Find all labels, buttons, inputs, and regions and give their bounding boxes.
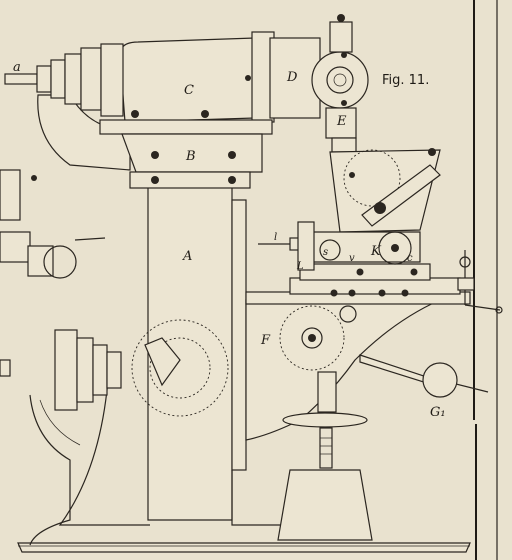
elevating-screw (277, 371, 373, 541)
change-wheel (279, 305, 345, 371)
label-f: F (260, 333, 271, 348)
label-d: D (286, 70, 298, 85)
label-c: C (184, 83, 194, 98)
label-c-small: c (407, 253, 413, 264)
lower-bracket (29, 394, 81, 546)
workpiece-clamp (258, 221, 315, 271)
plate-border (473, 0, 498, 560)
feed-lever (359, 354, 489, 398)
bearing-block (99, 110, 273, 189)
label-a-column: A (182, 249, 192, 264)
label-e: E (336, 114, 347, 129)
stepped-pulley (4, 43, 124, 117)
vertical-head (311, 14, 369, 139)
label-s: s (323, 247, 328, 258)
work-table (245, 263, 471, 323)
table-handwheel (457, 250, 503, 314)
upper-bracket (37, 94, 131, 171)
base-plate (17, 542, 471, 553)
label-a: a (13, 60, 21, 75)
side-mechanism (0, 169, 106, 279)
cutter-head (329, 137, 441, 233)
label-l-upper: l (274, 232, 277, 243)
label-g1: G₁ (430, 405, 446, 420)
label-l-lower: L (296, 261, 304, 272)
label-v: v (349, 253, 355, 264)
spindle-housing (119, 31, 321, 123)
label-k: K (370, 244, 382, 259)
knee-upright (231, 199, 441, 471)
lower-pulley (0, 319, 229, 417)
label-b: B (185, 149, 196, 164)
figure-title: Fig. 11. (382, 73, 429, 88)
gear-work (309, 231, 421, 265)
